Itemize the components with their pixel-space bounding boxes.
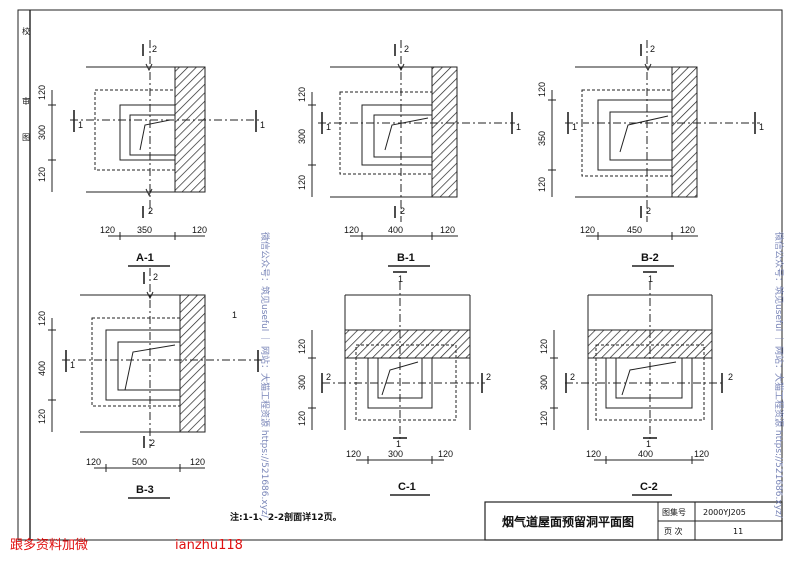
section-1-right: 1 xyxy=(260,120,265,130)
section-1-right: 1 xyxy=(759,122,764,132)
margin-mark-1: 审 xyxy=(22,96,30,106)
wall-hatch xyxy=(174,66,206,193)
wall-hatch xyxy=(179,294,206,433)
b3-bottom-dim-0: 120 xyxy=(86,457,101,467)
section-2-top: 2 xyxy=(404,44,409,54)
c1-label: C-1 xyxy=(398,481,416,493)
c2-side-dim-2: 120 xyxy=(539,411,549,426)
a1-bottom-dim-2: 120 xyxy=(192,225,207,235)
detail-c2: 2 2 1 1 120 300 120 120 400 120 C-2 xyxy=(539,271,733,496)
b2-bottom-dim-0: 120 xyxy=(580,225,595,235)
watermark-vertical-left: 微信公众号：筑见useful ｜ 网站：大猫工程资源 https://52168… xyxy=(259,232,271,519)
page-number: 11 xyxy=(733,527,743,536)
b3-bottom-dim-1: 500 xyxy=(132,457,147,467)
c2-bottom-dim-0: 120 xyxy=(586,449,601,459)
b2-side-dim-1: 350 xyxy=(537,131,547,146)
b3-bottom-dim-2: 120 xyxy=(190,457,205,467)
drawing-note: 注:1-1、2-2剖面详12页。 xyxy=(230,511,342,523)
b2-side-dim-2: 120 xyxy=(537,177,547,192)
section-2-left: 2 xyxy=(570,372,575,382)
title-block: 烟气道屋面预留洞平面图 图集号 2000YJ205 页 次 11 xyxy=(484,501,783,541)
section-1-bottom: 1 xyxy=(396,439,401,449)
b2-label: B-2 xyxy=(641,252,659,264)
c1-bottom-dim-2: 120 xyxy=(438,449,453,459)
section-2-right: 2 xyxy=(728,372,733,382)
b3-label: B-3 xyxy=(136,484,154,496)
c1-side-dim-1: 300 xyxy=(297,375,307,390)
wall-hatch xyxy=(671,66,698,198)
atlas-label: 图集号 xyxy=(662,507,686,517)
b1-side-dim-1: 300 xyxy=(297,129,307,144)
detail-b2: 1 1 2 2 120 350 120 120 450 120 B-2 xyxy=(537,40,764,267)
a1-label: A-1 xyxy=(136,252,154,264)
wall-hatch xyxy=(344,329,471,359)
section-1-right: 1 xyxy=(232,310,237,320)
atlas-number: 2000YJ205 xyxy=(703,508,746,517)
section-2-top: 2 xyxy=(650,44,655,54)
watermark-bottom-id: ianzhu118 xyxy=(175,538,243,553)
c1-bottom-dim-1: 300 xyxy=(388,449,403,459)
section-1-right: 1 xyxy=(516,122,521,132)
a1-bottom-dim-0: 120 xyxy=(100,225,115,235)
b1-label: B-1 xyxy=(397,252,415,264)
detail-b1: 1 1 2 2 120 300 120 120 400 120 B-1 xyxy=(297,40,521,267)
c2-side-dim-1: 300 xyxy=(539,375,549,390)
watermark-bottom-red: 跟多资料加微 xyxy=(10,537,88,553)
b3-side-dim-2: 120 xyxy=(37,409,47,424)
b3-side-dim-1: 400 xyxy=(37,361,47,376)
b2-bottom-dim-2: 120 xyxy=(680,225,695,235)
c2-label: C-2 xyxy=(640,481,658,493)
section-2-bottom: 2 xyxy=(400,206,405,216)
section-2-bottom: 2 xyxy=(148,206,153,216)
section-1-left: 1 xyxy=(78,120,83,130)
a1-bottom-dim-1: 350 xyxy=(137,225,152,235)
section-1-left: 1 xyxy=(326,122,331,132)
page-label: 页 次 xyxy=(664,526,683,536)
a1-side-dim-1: 300 xyxy=(37,125,47,140)
outer-border xyxy=(17,9,783,541)
c2-side-dim-0: 120 xyxy=(539,339,549,354)
detail-a1: 1 1 2 2 120 300 120 120 350 120 A-1 xyxy=(37,40,265,267)
section-1-top: 1 xyxy=(648,274,653,284)
b1-bottom-dim-0: 120 xyxy=(344,225,359,235)
c1-side-dim-2: 120 xyxy=(297,411,307,426)
b3-side-dim-0: 120 xyxy=(37,311,47,326)
b1-side-dim-0: 120 xyxy=(297,87,307,102)
c2-bottom-dim-1: 400 xyxy=(638,449,653,459)
section-1-left: 1 xyxy=(70,360,75,370)
section-2-left: 2 xyxy=(326,372,331,382)
section-2-bottom: 2 xyxy=(646,206,651,216)
section-2-bottom: 2 xyxy=(150,438,155,448)
section-1-left: 1 xyxy=(572,122,577,132)
section-2-right: 2 xyxy=(486,372,491,382)
section-1-bottom: 1 xyxy=(646,439,651,449)
watermark-vertical-right: 微信公众号：筑见useful ｜ 网站：大猫工程资源 https://52168… xyxy=(773,232,785,519)
b2-bottom-dim-1: 450 xyxy=(627,225,642,235)
margin-mark-2: 图 xyxy=(22,133,30,142)
b1-side-dim-2: 120 xyxy=(297,175,307,190)
a1-side-dim-2: 120 xyxy=(37,167,47,182)
section-1-top: 1 xyxy=(398,274,403,284)
wall-hatch xyxy=(431,66,458,198)
detail-c1: 2 2 1 1 120 300 120 120 300 120 C-1 xyxy=(297,271,491,496)
margin-mark-0: 校 xyxy=(22,26,30,36)
drawing-title: 烟气道屋面预留洞平面图 xyxy=(502,514,634,529)
b2-side-dim-0: 120 xyxy=(537,82,547,97)
a1-side-dim-0: 120 xyxy=(37,85,47,100)
c1-bottom-dim-0: 120 xyxy=(346,449,361,459)
c1-side-dim-0: 120 xyxy=(297,339,307,354)
section-2-top: 2 xyxy=(153,272,158,282)
detail-b3: 1 1 2 2 120 400 120 120 500 120 B-3 xyxy=(37,268,262,499)
c2-bottom-dim-2: 120 xyxy=(694,449,709,459)
section-2-top: 2 xyxy=(152,44,157,54)
b1-bottom-dim-2: 120 xyxy=(440,225,455,235)
b1-bottom-dim-1: 400 xyxy=(388,225,403,235)
